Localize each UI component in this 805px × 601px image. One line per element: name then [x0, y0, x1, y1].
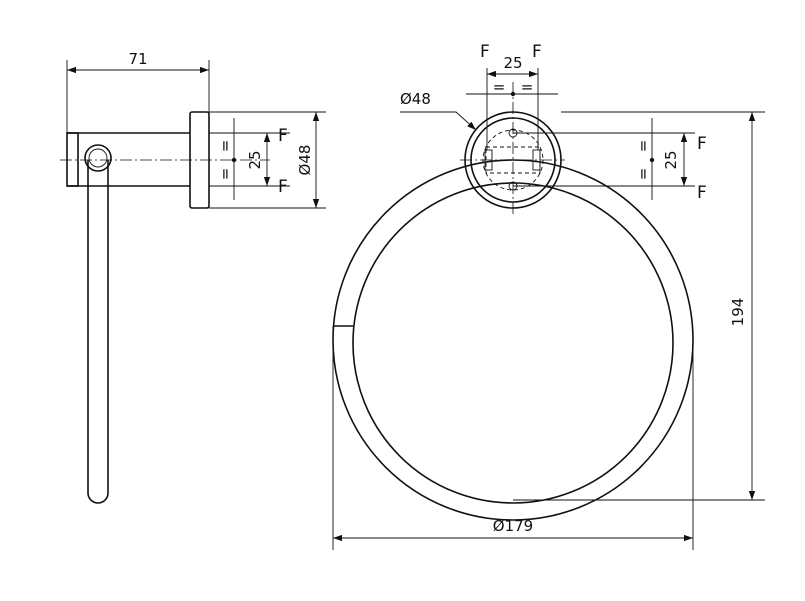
side-spacing-label: 25 — [246, 150, 264, 169]
side-ring — [87, 160, 109, 504]
side-fixing-mark-top: F — [278, 126, 288, 146]
side-fixing-mark-bottom: F — [278, 177, 288, 197]
front-fixing-mark-bottom: F — [697, 183, 707, 203]
front-spacing-label: 25 — [662, 150, 680, 169]
side-ring-top — [84, 144, 112, 172]
front-equal-mark-top: = — [634, 140, 652, 153]
side-equal-mark-bottom: = — [216, 168, 234, 181]
side-ring-top-inner — [88, 148, 108, 168]
total-height-label: 194 — [729, 298, 747, 327]
top-spacing-label: 25 — [503, 54, 522, 72]
front-rosette-diameter-label: Ø48 — [400, 90, 431, 108]
rosette-diameter-leader — [400, 111, 477, 131]
side-arm-end — [66, 132, 79, 187]
side-view: 71 Ø48 25 = = F F — [60, 50, 326, 504]
front-equal-mark-bottom: = — [634, 168, 652, 181]
side-equal-mark-top: = — [216, 140, 234, 153]
ring-inner — [352, 182, 674, 504]
front-view: 25 F F = = Ø48 25 = = F F 194 Ø179 — [332, 42, 765, 550]
side-diameter-label: Ø48 — [296, 145, 314, 176]
top-fixing-mark-left: F — [480, 42, 490, 62]
top-equal-mark-right: = — [521, 78, 534, 96]
side-length-label: 71 — [128, 50, 147, 68]
top-equal-mark-left: = — [493, 78, 506, 96]
ring-diameter-label: Ø179 — [493, 517, 533, 535]
top-fixing-mark-right: F — [532, 42, 542, 62]
front-fixing-mark-top: F — [697, 134, 707, 154]
